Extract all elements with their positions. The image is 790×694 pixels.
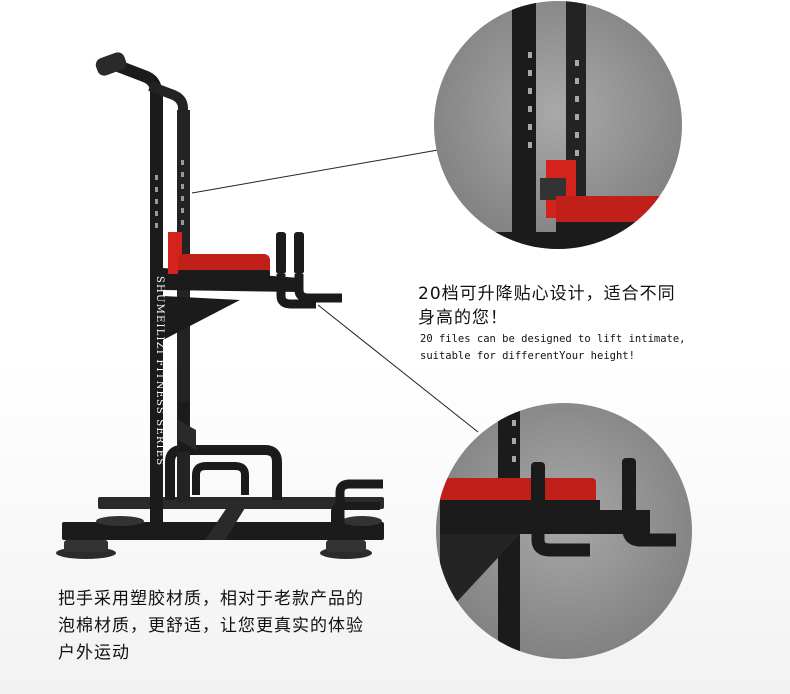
callout-line-bottom [317, 304, 479, 433]
callout-bottom-cn-line2: 泡棉材质，更舒适，让您更真实的体验 [58, 616, 364, 636]
zoom-circle-top [434, 1, 682, 249]
callout-bottom-cn-line1: 把手采用塑胶材质，相对于老款产品的 [58, 589, 364, 609]
brand-label: SHUMEILIZI FITNESS SERIES [154, 276, 165, 466]
callout-bottom-cn-line3: 户外运动 [58, 643, 130, 663]
callout-top-en-line2: suitable for differentYour height! [420, 350, 635, 362]
power-tower [56, 52, 384, 559]
callout-top-cn-line1: 20档可升降贴心设计，适合不同 [418, 284, 676, 304]
callout-top-cn-line2: 身高的您！ [418, 308, 508, 328]
callout-line-top [191, 149, 439, 194]
callout-top-en-line1: 20 files can be designed to lift intimat… [420, 333, 686, 345]
brand-text: SHUMEILIZI FITNESS SERIES [154, 276, 165, 466]
zoom-detail-bottom [440, 403, 676, 659]
